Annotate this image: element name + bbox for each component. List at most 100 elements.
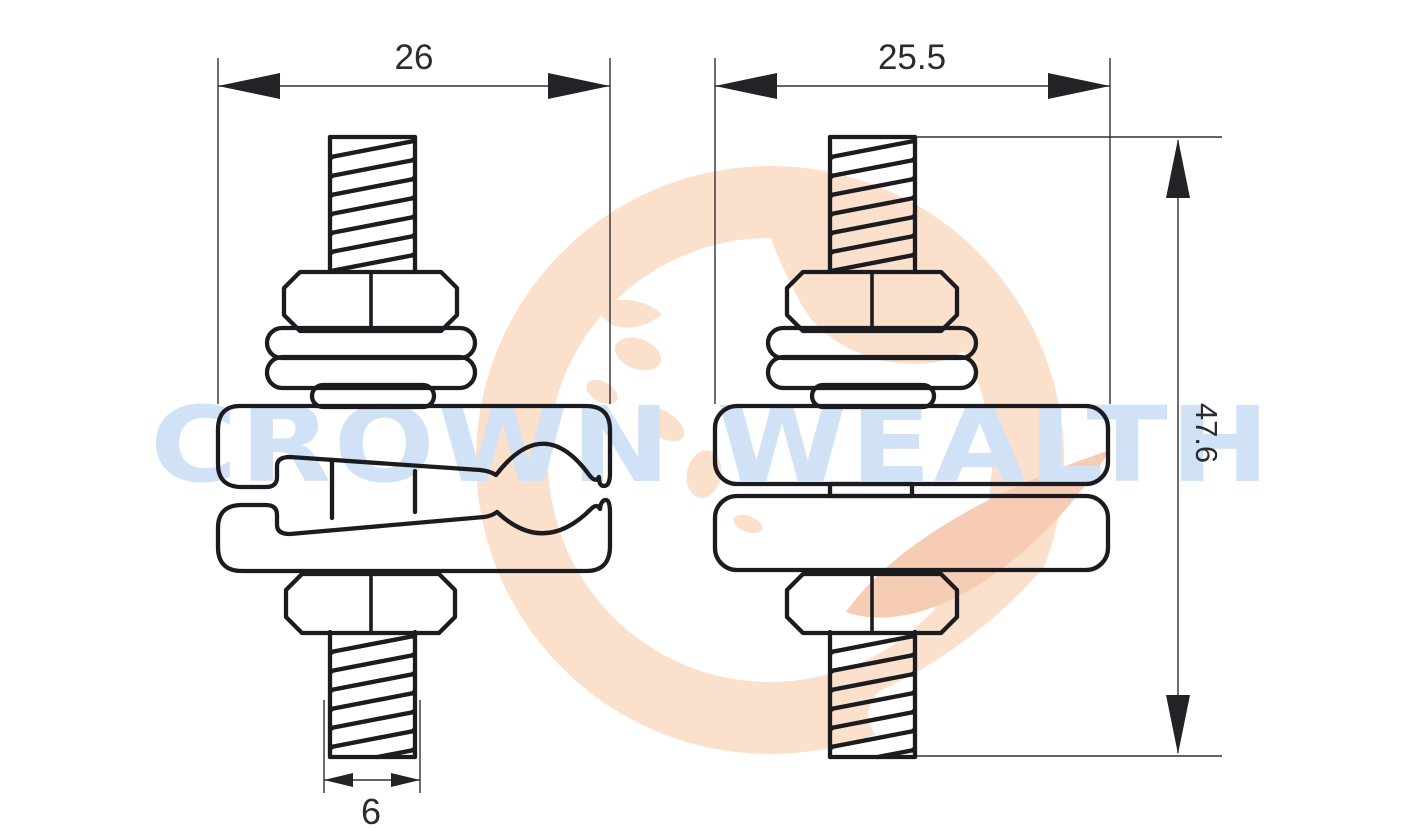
thread-crest bbox=[911, 252, 917, 258]
thread-line bbox=[328, 709, 417, 731]
flat-washer-front bbox=[264, 354, 478, 391]
thread-crest bbox=[828, 725, 834, 731]
thread-hatching bbox=[328, 138, 917, 760]
arrowhead-left bbox=[324, 773, 353, 787]
thread-crest bbox=[328, 211, 334, 217]
thread-line bbox=[328, 690, 417, 712]
globe-land-europe bbox=[654, 227, 692, 245]
thread-line bbox=[375, 747, 417, 760]
globe-swoosh-white bbox=[868, 360, 1160, 740]
bottom-hex-nut-front bbox=[283, 571, 458, 636]
arrowhead-left bbox=[218, 73, 280, 99]
thread-line bbox=[875, 747, 917, 760]
arrowhead-right bbox=[391, 773, 420, 787]
thread-line bbox=[328, 633, 417, 655]
thread-crest bbox=[328, 744, 334, 750]
thread-crest bbox=[411, 633, 417, 639]
globe-land-africa bbox=[639, 406, 685, 442]
thread-crest bbox=[828, 687, 834, 693]
arrowhead-right bbox=[548, 73, 610, 99]
thread-crest bbox=[911, 195, 917, 201]
globe-landmass bbox=[583, 183, 989, 534]
thread-crest bbox=[411, 195, 417, 201]
thread-crest bbox=[828, 649, 834, 655]
thread-crest bbox=[828, 154, 834, 160]
thread-crest bbox=[411, 671, 417, 677]
thread-line bbox=[828, 652, 917, 674]
thread-crest bbox=[328, 706, 334, 712]
thread-crest bbox=[328, 668, 334, 674]
top-hex-nut-side bbox=[784, 269, 960, 334]
thread-crest bbox=[911, 728, 917, 734]
thread-line bbox=[828, 195, 917, 217]
thread-line bbox=[828, 214, 917, 236]
thread-crest bbox=[328, 230, 334, 236]
dimension-side-width: 25.5 bbox=[714, 38, 1111, 404]
thread-crest bbox=[911, 747, 917, 753]
thread-crest bbox=[328, 687, 334, 693]
thread-crest bbox=[911, 176, 917, 182]
thread-line bbox=[828, 728, 917, 750]
thread-crest bbox=[911, 633, 917, 639]
thread-crest bbox=[328, 649, 334, 655]
thread-line bbox=[828, 176, 917, 198]
thread-crest bbox=[328, 154, 334, 160]
dimension-label-stud-diameter: 6 bbox=[361, 791, 381, 829]
arrowhead-left bbox=[715, 73, 777, 99]
arrowhead-right bbox=[1048, 73, 1110, 99]
top-hex-nut-front bbox=[281, 269, 460, 334]
front-view bbox=[215, 134, 613, 760]
thread-crest bbox=[411, 214, 417, 220]
dimension-label-side-width: 25.5 bbox=[878, 38, 946, 77]
thread-crest bbox=[328, 725, 334, 731]
thread-line bbox=[328, 157, 417, 179]
arrowhead-down bbox=[1166, 695, 1190, 754]
thread-line bbox=[828, 709, 917, 731]
thread-crest bbox=[828, 249, 834, 255]
thread-crest bbox=[911, 690, 917, 696]
thread-crest bbox=[828, 668, 834, 674]
globe-land-africa bbox=[614, 337, 662, 371]
globe-land-europe bbox=[602, 239, 654, 265]
thread-crest bbox=[828, 706, 834, 712]
dimensions: 26 25.5 47.6 6 bbox=[217, 38, 1224, 829]
thread-crest bbox=[911, 671, 917, 677]
thread-line bbox=[828, 690, 917, 712]
thread-line bbox=[328, 252, 417, 274]
thread-line bbox=[828, 671, 917, 693]
thread-crest bbox=[828, 192, 834, 198]
thread-crest bbox=[328, 249, 334, 255]
thread-crest bbox=[911, 233, 917, 239]
thread-line bbox=[828, 157, 917, 179]
dimension-front-width: 26 bbox=[217, 38, 611, 404]
thread-crest bbox=[411, 709, 417, 715]
clamp-top-piece bbox=[215, 403, 613, 490]
dimension-stud-diameter: 6 bbox=[323, 700, 421, 829]
thread-line bbox=[328, 176, 417, 198]
bottom-hex-nut-side bbox=[784, 571, 960, 636]
thread-crest bbox=[828, 230, 834, 236]
thread-crest bbox=[911, 652, 917, 658]
thread-crest bbox=[328, 192, 334, 198]
globe-land-island bbox=[733, 514, 763, 534]
thread-line bbox=[828, 233, 917, 255]
thread-crest bbox=[911, 157, 917, 163]
thread-crest bbox=[411, 252, 417, 258]
dimension-label-overall-height: 47.6 bbox=[1189, 403, 1224, 463]
thread-crest bbox=[828, 211, 834, 217]
thread-line bbox=[328, 233, 417, 255]
thread-line bbox=[328, 728, 417, 750]
thread-line bbox=[328, 214, 417, 236]
thread-crest bbox=[411, 157, 417, 163]
clamp-bottom-piece bbox=[215, 497, 613, 574]
thread-line bbox=[328, 138, 417, 160]
thread-crest bbox=[828, 744, 834, 750]
thread-line bbox=[828, 138, 917, 160]
thread-crest bbox=[911, 138, 917, 144]
thread-crest bbox=[411, 138, 417, 144]
watermark-brand-text: CROWN WEALTH bbox=[150, 384, 1272, 506]
arrowhead-up bbox=[1166, 139, 1190, 198]
globe-land-india bbox=[686, 450, 722, 498]
